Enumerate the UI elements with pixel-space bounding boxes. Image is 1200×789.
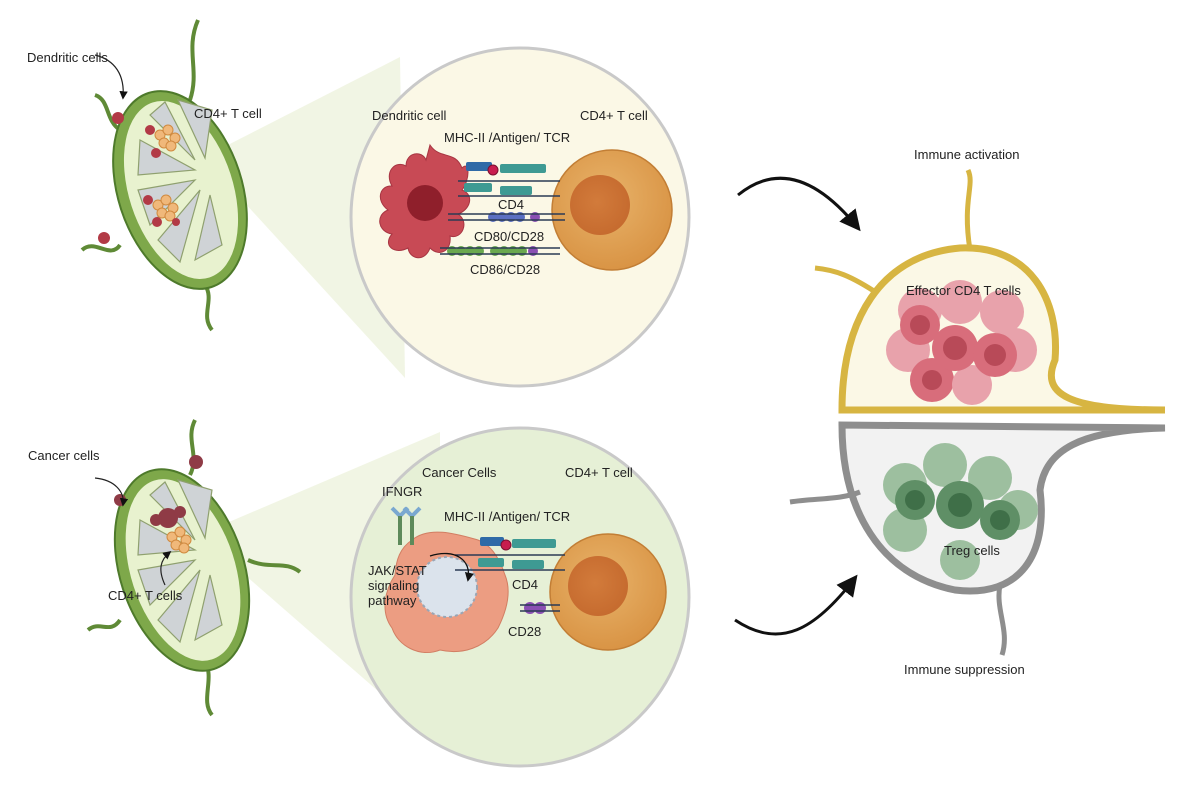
top-dendritic-cell-label: Dendritic cell [372,108,447,123]
bottom-zoom-background [349,426,691,768]
bottom-tcells-arrow [160,550,172,586]
activation-arrow [737,176,861,232]
top-dendritic-nucleus [407,185,443,221]
top-tcell-label: CD4+ T cell [580,108,648,123]
top-zoom-circle [349,46,691,388]
bottom-cancer-nucleus [416,556,478,618]
jak-stat-label: JAK/STAT signaling pathway [368,563,427,608]
cd86-cd28-label: CD86/CD28 [470,262,541,277]
bottom-cancer-arrow [94,477,129,507]
cd80-cd28-label: CD80/CD28 [474,229,545,244]
suppression-vessel-left [789,489,861,505]
top-mhc-label: MHC-II /Antigen/ TCR [444,130,571,145]
top-receptors [440,162,565,256]
bottom-node-tcells-label: CD4+ T cells [108,588,183,603]
suppression-node [789,421,1166,656]
bottom-tcell-nucleus [568,556,628,616]
bottom-tcell-label: CD4+ T cell [565,465,633,480]
bottom-mhc-label: MHC-II /Antigen/ TCR [444,509,571,524]
treg-cluster [883,443,1038,580]
top-node-tcell-cluster [152,124,181,222]
top-dendritic-arrow [94,54,128,100]
immune-activation-label: Immune activation [914,147,1020,162]
effector-tcells-label: Effector CD4 T cells [906,283,1021,298]
effector-tcell-cluster [886,280,1037,405]
top-node-dendritic-dots [98,112,180,244]
treg-cells-label: Treg cells [944,543,1000,558]
jak-stat-arrow [429,552,474,582]
bottom-cd28-label: CD28 [508,624,542,639]
immune-suppression-label: Immune suppression [904,662,1025,677]
bottom-cd4-label: CD4 [512,577,539,592]
bottom-node-vessel-2 [86,618,122,632]
activation-vessel-left [814,265,882,298]
top-node-tcell-label: CD4+ T cell [194,106,262,121]
suppression-arrow [734,574,858,636]
top-node-vessel-3 [203,283,214,332]
dendritic-cells-label: Dendritic cells [27,50,108,65]
bottom-node-vessel-4 [247,558,302,574]
top-tcell-nucleus [570,175,630,235]
bottom-cancer-cells-label: Cancer Cells [422,465,497,480]
top-cd4-label: CD4 [498,197,525,212]
bottom-node-vessel-1 [188,419,197,476]
activation-vessel-top [964,168,973,251]
cancer-cells-label: Cancer cells [28,448,100,463]
suppression-vessel-bottom [996,584,1007,656]
top-node-vessel-4 [94,93,122,132]
bottom-zoom-circle [349,426,691,768]
top-lymph-node [80,19,405,378]
top-node-vessel-1 [188,19,200,101]
top-zoom-cone [222,57,405,378]
ifngr-label: IFNGR [382,484,423,499]
bottom-receptors [390,506,565,614]
top-node-vessel-2 [80,243,122,253]
bottom-node-tcell-cluster [166,526,192,554]
activation-node [814,168,1166,414]
